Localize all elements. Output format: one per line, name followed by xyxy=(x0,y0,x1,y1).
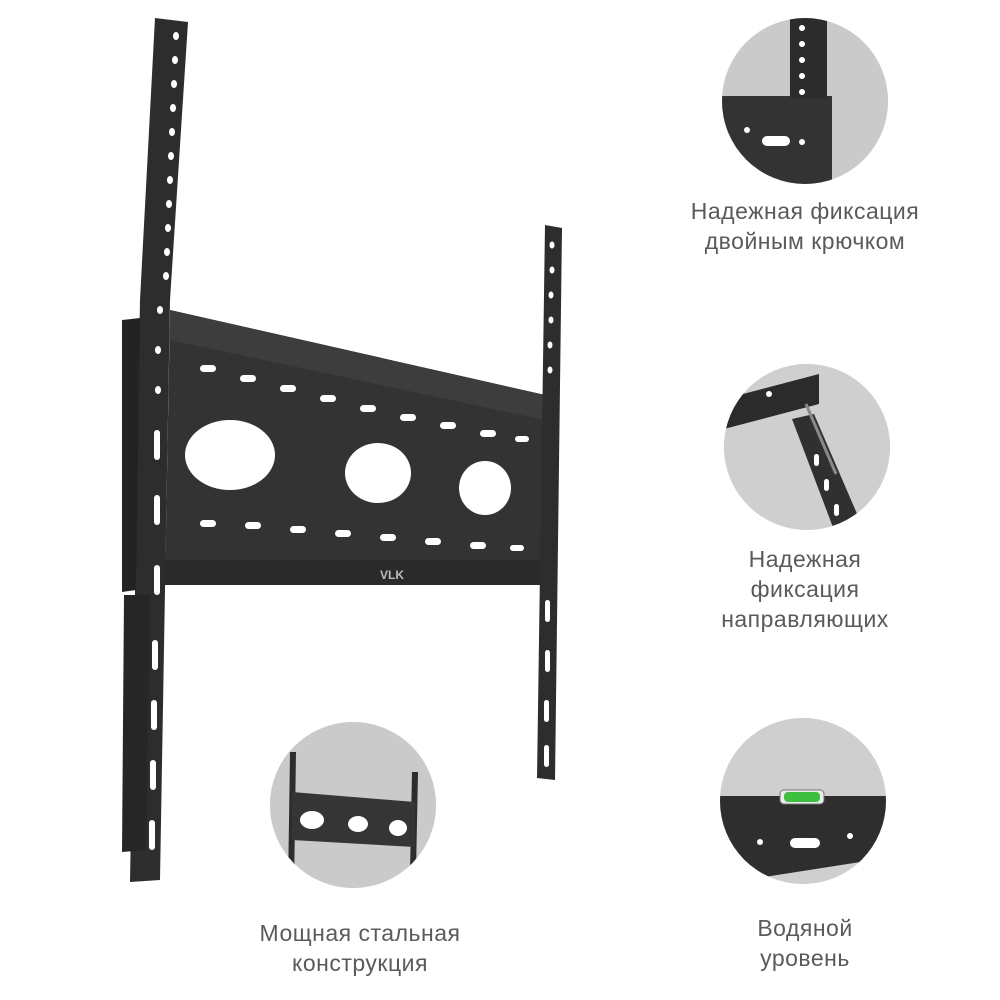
tv-wall-mount-image: VLK xyxy=(122,18,562,882)
double-hook-closeup-icon xyxy=(722,18,888,184)
horizontal-plate xyxy=(165,310,545,585)
steel-frame-closeup-icon xyxy=(270,722,436,888)
feature-caption-steel-frame: Мощная стальная конструкция xyxy=(259,920,461,976)
double-hook-closeup-image xyxy=(722,18,888,184)
right-rail-holes xyxy=(544,241,555,767)
left-rail-holes xyxy=(149,32,179,850)
feature-caption-water-level: Водяной уровень xyxy=(757,915,853,971)
guide-lock-closeup-icon xyxy=(724,364,890,530)
water-level-closeup-image xyxy=(720,718,886,884)
steel-frame-closeup-image xyxy=(270,722,436,888)
right-vertical-rail xyxy=(537,225,562,780)
brand-mark: VLK xyxy=(380,568,404,582)
feature-caption-guide-lock: Надежная фиксация направляющих xyxy=(721,546,889,632)
feature-caption-double-hook: Надежная фиксация двойным крючком xyxy=(690,198,920,254)
water-level-closeup-icon xyxy=(720,718,886,884)
guide-lock-closeup-image xyxy=(724,364,890,530)
